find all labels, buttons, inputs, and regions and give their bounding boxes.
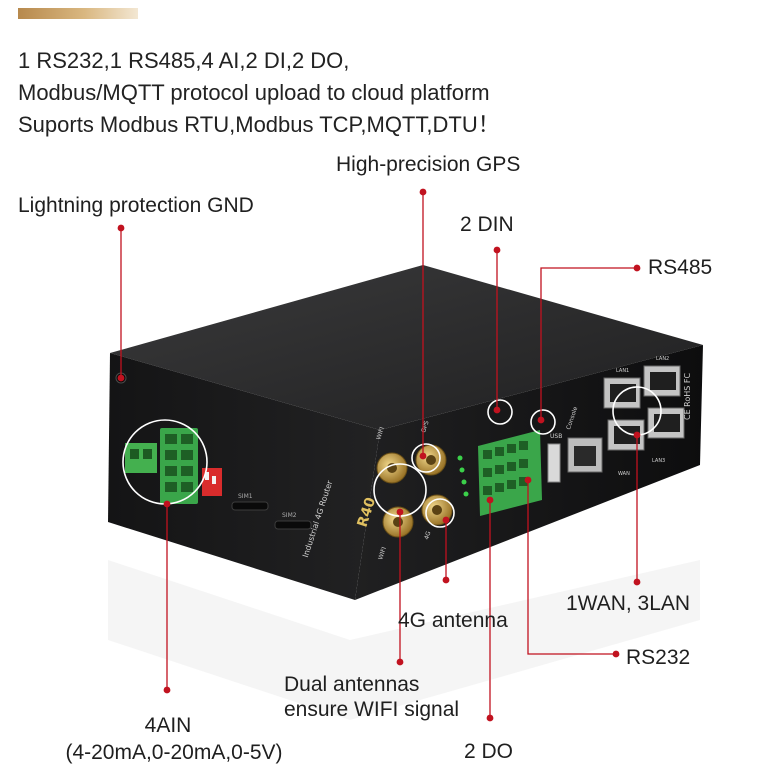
ground-screw [115, 372, 127, 384]
wifi-bottom-label: WIFI [377, 546, 388, 561]
antenna-4g-callout-label: 4G antenna [398, 609, 508, 632]
lightning-callout-label: Lightning protection GND [18, 194, 254, 217]
lan3-label: LAN3 [652, 458, 665, 464]
intro-line-2: Modbus/MQTT protocol upload to cloud pla… [18, 80, 490, 105]
ant-4g-label: 4G [423, 530, 432, 541]
wifi-callout-label-line1: Dual antennas [284, 673, 420, 696]
intro-text: 1 RS232,1 RS485,4 AI,2 DI,2 DO, Modbus/M… [18, 45, 758, 141]
cert-marks: CE RoHS FC [683, 372, 692, 420]
accent-bar [18, 8, 138, 19]
usb-port [547, 443, 561, 483]
power-terminal [125, 443, 157, 473]
wan-label: WAN [618, 471, 630, 477]
wan-lan-callout-label: 1WAN, 3LAN [566, 592, 691, 615]
ain-callout-label-line1: 4AIN [144, 714, 192, 737]
io-terminal-block [478, 430, 542, 516]
rs485-callout-label: RS485 [648, 256, 713, 279]
sim2-slot [274, 520, 312, 530]
din-callout-label: 2 DIN [460, 213, 514, 236]
sim1-label: SIM1 [238, 493, 253, 500]
usb-label: USB [550, 433, 562, 440]
gps-port-label: GPS [420, 420, 430, 434]
sim1-slot [231, 501, 269, 511]
wifi-callout-label-line2: ensure WIFI signal [284, 698, 460, 721]
do-callout-label: 2 DO [464, 740, 514, 763]
gps-callout-label: High-precision GPS [336, 153, 521, 176]
intro-line-3: Suports Modbus RTU,Modbus TCP,MQTT,DTU！ [18, 112, 500, 137]
rs232-callout-label: RS232 [626, 646, 691, 669]
dip-switch [202, 468, 222, 496]
lan1-label: LAN1 [616, 368, 629, 374]
ain-terminal-block [160, 428, 198, 504]
lan2-label: LAN2 [656, 356, 669, 362]
intro-line-1: 1 RS232,1 RS485,4 AI,2 DI,2 DO, [18, 48, 350, 73]
router-left-face [108, 353, 380, 600]
wifi-top-label: WIFI [375, 426, 386, 441]
ain-callout-label-line2: (4-20mA,0-20mA,0-5V) [65, 741, 283, 764]
status-leds [457, 455, 469, 497]
sim2-label: SIM2 [282, 512, 297, 519]
